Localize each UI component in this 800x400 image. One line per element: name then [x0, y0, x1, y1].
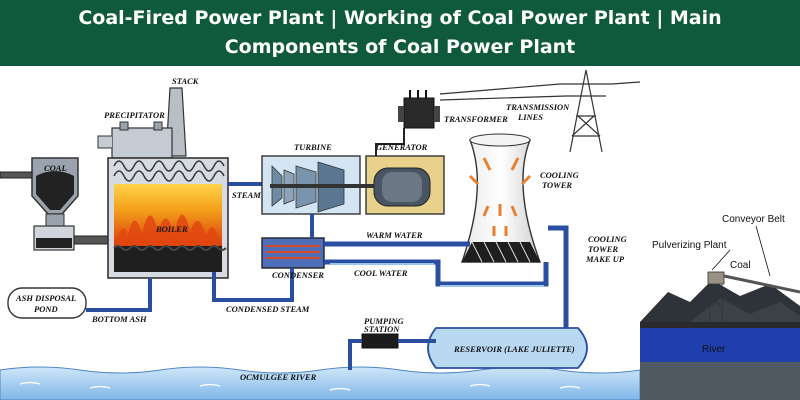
label-turbine: TURBINE — [294, 142, 332, 152]
condenser — [261, 214, 325, 269]
label-generator: GENERATOR — [376, 142, 428, 152]
label-reservoir: RESERVOIR (LAKE JULIETTE) — [453, 344, 575, 354]
river — [0, 366, 641, 400]
inset-label-coal: Coal — [730, 260, 751, 271]
generator — [356, 155, 445, 215]
label-makeup-2: TOWER — [588, 244, 618, 254]
title-line-1: Coal-Fired Power Plant | Working of Coal… — [78, 7, 722, 29]
label-pumping-1: PUMPING — [364, 316, 405, 326]
label-makeup-1: COOLING — [588, 234, 628, 244]
label-stack: STACK — [172, 76, 200, 86]
label-steam: STEAM — [232, 190, 261, 200]
cooling-tower — [461, 133, 542, 263]
turbine — [261, 155, 361, 215]
title-line-2: Components of Coal Power Plant — [224, 36, 576, 58]
label-coal: COAL — [44, 163, 67, 173]
label-warm-water: WARM WATER — [366, 230, 423, 240]
label-cooling-tower-1: COOLING — [540, 170, 580, 180]
label-transmission-line2: LINES — [517, 112, 543, 122]
condensed-steam-pipe — [212, 268, 294, 302]
inset-label-pulverizing: Pulverizing Plant — [652, 240, 727, 251]
ash-disposal-pond — [7, 287, 87, 319]
coal-hopper — [0, 157, 113, 251]
label-condensed-steam: CONDENSED STEAM — [226, 304, 310, 314]
label-pumping-2: STATION — [364, 324, 400, 334]
label-cool-water: COOL WATER — [354, 268, 408, 278]
inset-label-conveyor: Conveyor Belt — [722, 214, 785, 225]
label-transmission-line1: TRANSMISSION — [506, 102, 570, 112]
label-ash-2: POND — [34, 304, 58, 314]
label-makeup-3: MAKE UP — [585, 254, 625, 264]
cool-water-pipe — [324, 259, 549, 287]
inset-label-river: River — [702, 344, 726, 355]
transmission-tower — [439, 69, 641, 153]
pumping-station — [348, 333, 436, 370]
bottom-ash-pipe — [86, 278, 152, 312]
label-ash-1: ASH DISPOSAL — [15, 293, 76, 303]
label-cooling-tower-2: TOWER — [542, 180, 572, 190]
label-transformer: TRANSFORMER — [444, 114, 508, 124]
transformer — [375, 90, 440, 156]
boiler — [107, 157, 229, 279]
label-condenser: CONDENSER — [272, 270, 324, 280]
title-banner: Coal-Fired Power Plant | Working of Coal… — [0, 0, 800, 66]
label-bottom-ash: BOTTOM ASH — [91, 314, 147, 324]
power-plant-diagram: STACK PRECIPITATOR COAL BOILER STEAM TUR… — [0, 69, 800, 400]
makeup-pipe — [548, 225, 569, 328]
label-precipitator: PRECIPITATOR — [104, 110, 165, 120]
label-river: OCMULGEE RIVER — [240, 372, 317, 382]
label-boiler: BOILER — [155, 224, 188, 234]
precipitator — [97, 121, 173, 159]
coal-inset: Conveyor Belt Pulverizing Plant Coal Riv… — [640, 194, 800, 400]
